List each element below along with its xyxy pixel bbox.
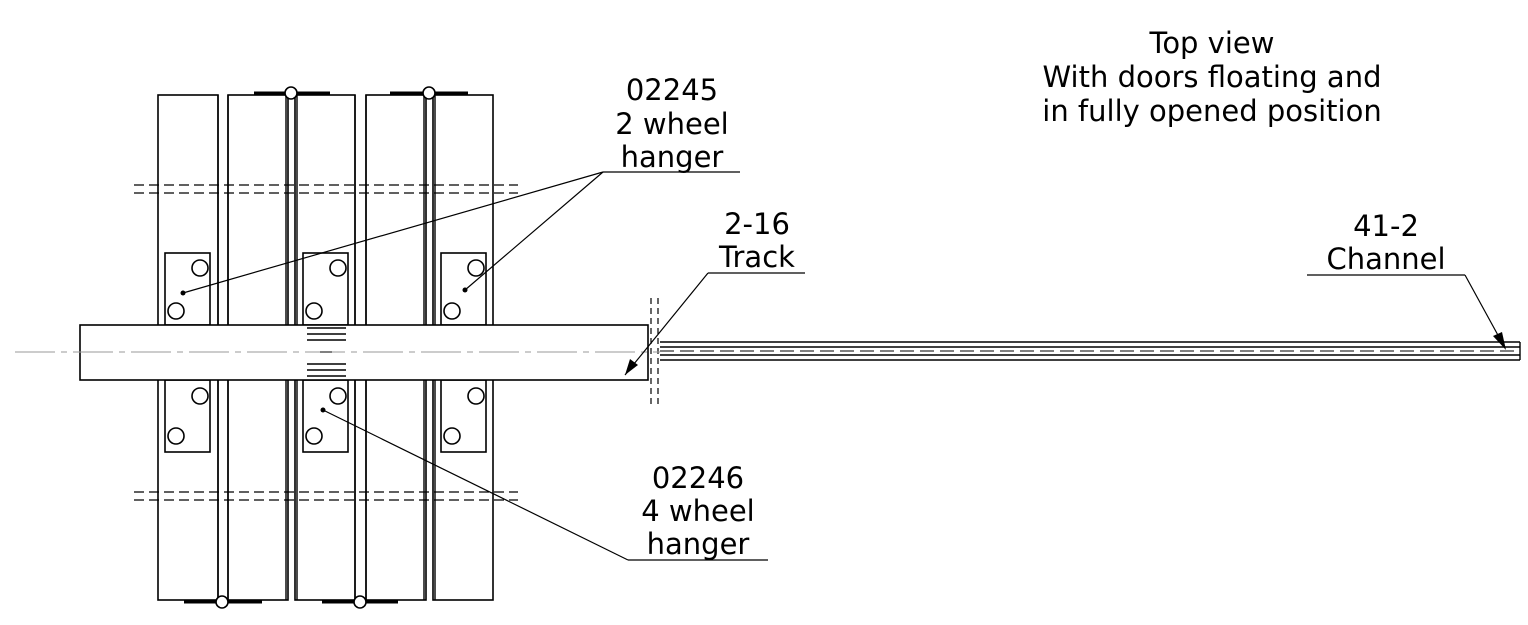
- wheel-icon: [443, 427, 461, 445]
- wheel-icon: [305, 427, 323, 445]
- title-line-3: in fully opened position: [1042, 94, 1381, 128]
- callout-4-wheel-hanger: 02246 4 wheel hanger: [641, 461, 755, 561]
- wheel-icon: [329, 387, 347, 405]
- callout-description: Channel: [1326, 242, 1445, 276]
- view-title: Top view With doors floating and in full…: [1042, 26, 1381, 128]
- hinge-pin-icon: [215, 595, 229, 609]
- callout-description: 2 wheel: [615, 107, 729, 141]
- channel: [660, 341, 1521, 361]
- wheel-icon: [167, 302, 185, 320]
- title-line-2: With doors floating and: [1043, 60, 1382, 94]
- wheel-icon: [467, 387, 485, 405]
- track-end-break: [650, 298, 659, 404]
- wheel-icon: [305, 302, 323, 320]
- wheel-icon: [167, 427, 185, 445]
- callout-part-number: 41-2: [1353, 209, 1419, 243]
- callout-track: 2-16 Track: [718, 207, 795, 274]
- hidden-lines: [134, 184, 518, 501]
- callout-part-number: 2-16: [724, 207, 790, 241]
- wheel-icon: [191, 387, 209, 405]
- hinge-pin-icon: [353, 595, 367, 609]
- leader-dots: [180, 287, 468, 413]
- wheel-icon: [329, 259, 347, 277]
- callout-description: hanger: [621, 140, 724, 174]
- callout-2-wheel-hanger: 02245 2 wheel hanger: [615, 73, 729, 174]
- leader-lines: [182, 171, 1506, 561]
- callout-description: Track: [718, 240, 795, 274]
- track-center-marks: [307, 327, 346, 377]
- hinge-pin-icon: [284, 86, 298, 100]
- leader-arrowheads: [625, 332, 1506, 375]
- callout-description: 4 wheel: [641, 494, 755, 528]
- callout-part-number: 02246: [652, 461, 744, 495]
- wheel-icon: [467, 259, 485, 277]
- hinge-pin-icon: [422, 86, 436, 100]
- hinges-bottom: [184, 595, 398, 609]
- callout-description: hanger: [647, 527, 750, 561]
- hinges-top: [254, 86, 468, 100]
- wheel-icon: [443, 302, 461, 320]
- arrow-icon: [625, 359, 638, 375]
- callout-part-number: 02245: [626, 73, 718, 107]
- wheel-icon: [191, 259, 209, 277]
- hanger-wheels: [167, 259, 485, 445]
- arrow-icon: [1493, 332, 1506, 350]
- callout-channel: 41-2 Channel: [1326, 209, 1445, 276]
- title-line-1: Top view: [1149, 26, 1275, 60]
